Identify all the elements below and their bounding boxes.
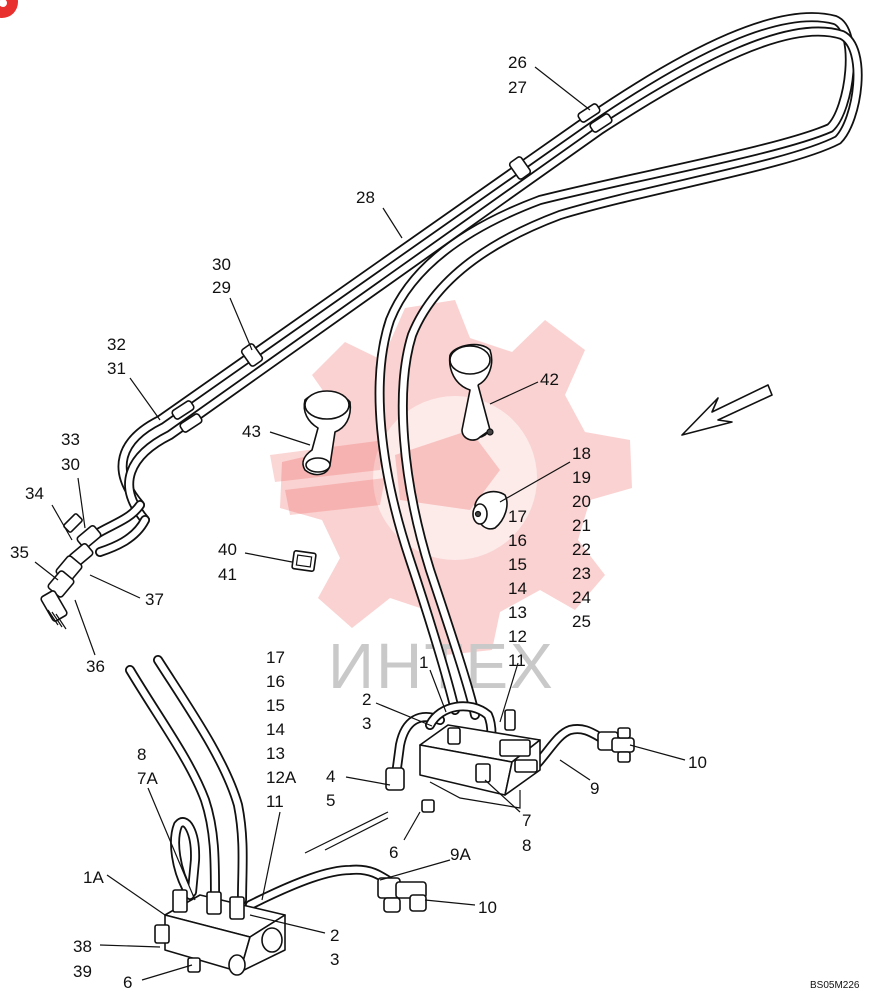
direction-arrow-lower — [304, 811, 389, 854]
callout-11-lower: 11 — [266, 792, 284, 811]
corner-badge — [0, 0, 18, 18]
callout-8: 8 — [522, 836, 531, 855]
callout-14-lower: 14 — [266, 720, 285, 739]
callout-42: 42 — [540, 370, 559, 389]
tee-fitting-10-lower — [377, 877, 427, 913]
valve-1A — [154, 889, 286, 976]
callout-15-lower: 15 — [266, 696, 285, 715]
callout-30: 30 — [212, 255, 231, 274]
leader-lines — [34, 66, 686, 981]
part-40-41 — [291, 550, 317, 572]
callout-10-lower: 10 — [478, 898, 497, 917]
callout-39: 39 — [73, 962, 92, 981]
callout-29: 29 — [212, 278, 231, 297]
callout-5: 5 — [326, 791, 335, 810]
cap-6-upper — [421, 799, 435, 813]
callout-6: 6 — [389, 843, 398, 862]
callout-27: 27 — [508, 78, 527, 97]
direction-arrow-upper — [681, 384, 773, 436]
callout-21: 21 — [572, 516, 591, 535]
callout-10: 10 — [688, 753, 707, 772]
callout-24: 24 — [572, 588, 591, 607]
callout-1A: 1A — [83, 868, 104, 887]
callout-40: 40 — [218, 540, 237, 559]
callout-25: 25 — [572, 612, 591, 631]
callout-20: 20 — [572, 492, 591, 511]
callout-3-lower: 3 — [330, 950, 339, 969]
callout-1: 1 — [419, 653, 428, 672]
callout-11: 11 — [508, 651, 526, 670]
callout-13: 13 — [508, 603, 527, 622]
callout-17: 17 — [508, 507, 527, 526]
callout-22: 22 — [572, 540, 591, 559]
callout-35: 35 — [10, 543, 29, 562]
callout-2-lower: 2 — [330, 926, 339, 945]
callout-7: 7 — [522, 811, 531, 830]
valve-1 — [419, 709, 541, 809]
handle-42 — [448, 343, 494, 441]
quick-coupler-assembly — [40, 513, 102, 630]
hose-clamps — [171, 103, 613, 433]
callout-12: 12 — [508, 627, 527, 646]
callout-9A: 9A — [450, 845, 471, 864]
callout-37: 37 — [145, 590, 164, 609]
tee-fitting-10-upper — [597, 727, 635, 763]
callout-19: 19 — [572, 468, 591, 487]
callout-8-lower: 8 — [137, 745, 146, 764]
callout-6-lower: 6 — [123, 973, 132, 992]
callout-3: 3 — [362, 714, 371, 733]
callout-34: 34 — [25, 484, 44, 503]
callout-13-lower: 13 — [266, 744, 285, 763]
figure-code: BS05M226 — [810, 980, 860, 991]
callout-16: 16 — [508, 531, 527, 550]
callout-31: 31 — [107, 359, 126, 378]
callout-labels: 26 27 28 30 29 32 31 33 30 34 35 37 36 4… — [10, 53, 707, 992]
callout-23: 23 — [572, 564, 591, 583]
callout-38: 38 — [73, 937, 92, 956]
callout-30-lower: 30 — [61, 455, 80, 474]
handle-43 — [302, 390, 352, 476]
fitting-4-5 — [385, 767, 405, 791]
callout-12A: 12A — [266, 768, 297, 787]
callout-41: 41 — [218, 565, 237, 584]
callout-15: 15 — [508, 555, 527, 574]
callout-36: 36 — [86, 657, 105, 676]
callout-14: 14 — [508, 579, 527, 598]
callout-7A: 7A — [137, 769, 158, 788]
callout-43: 43 — [242, 422, 261, 441]
callout-4: 4 — [326, 767, 335, 786]
knob-assembly — [472, 490, 508, 530]
callout-28: 28 — [356, 188, 375, 207]
callout-33: 33 — [61, 430, 80, 449]
callout-16-lower: 16 — [266, 672, 285, 691]
callout-9: 9 — [590, 779, 599, 798]
callout-32: 32 — [107, 335, 126, 354]
callout-2: 2 — [362, 690, 371, 709]
callout-26: 26 — [508, 53, 527, 72]
callout-18: 18 — [572, 444, 591, 463]
callout-17-lower: 17 — [266, 648, 285, 667]
